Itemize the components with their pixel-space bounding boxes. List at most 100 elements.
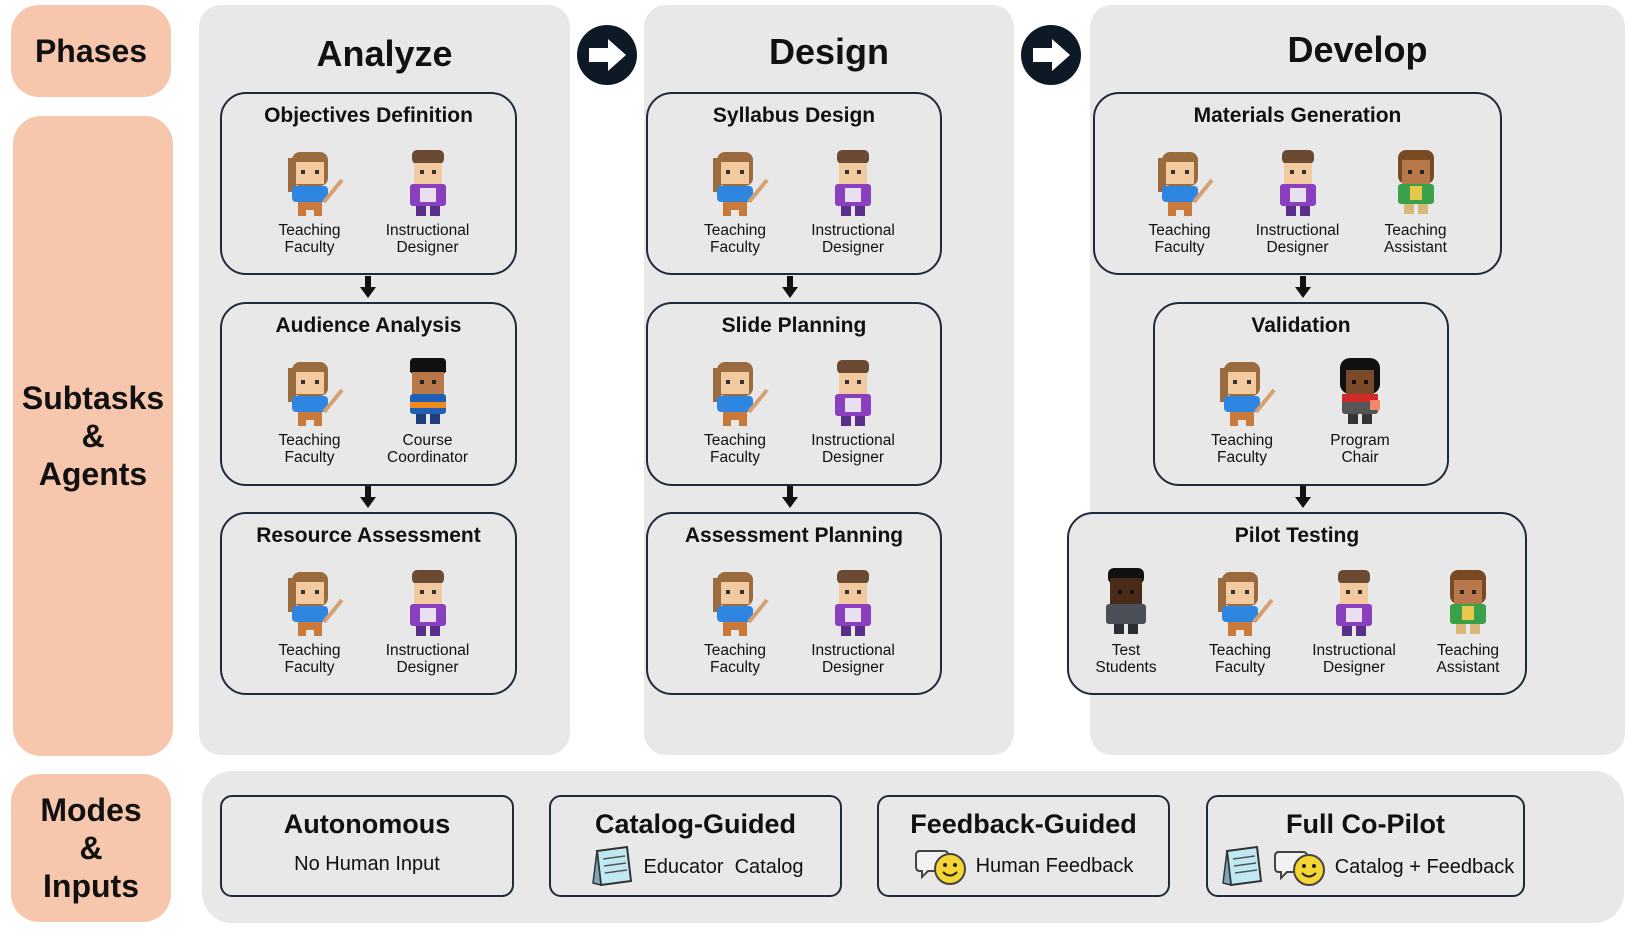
down-arrow-icon: [1295, 486, 1311, 508]
agent-list: Teaching Faculty Course Coordinator: [222, 352, 515, 466]
instructional-designer-avatar-icon: [1279, 150, 1316, 216]
agent-name: Course Coordinator: [387, 432, 468, 466]
teaching-faculty-avatar-icon: [1220, 362, 1276, 426]
mode-card: Catalog-Guided Educator Catalog: [549, 795, 842, 897]
agent-name: Instructional Designer: [1255, 222, 1340, 256]
mode-title: Autonomous: [283, 809, 451, 839]
mode-subtitle: Human Feedback: [975, 854, 1134, 877]
smiley-speech-icon: [914, 850, 966, 885]
mode-title: Full Co-Pilot: [1286, 809, 1445, 839]
mode-input-row: Catalog + Feedback: [1208, 845, 1523, 889]
agent-teaching-faculty: Teaching Faculty: [1183, 562, 1297, 676]
agent-name: Instructional Designer: [385, 222, 470, 256]
subtask-title: Pilot Testing: [1234, 524, 1360, 547]
phases-label-text: Phases: [34, 33, 148, 69]
mode-subtitle: Catalog + Feedback: [1334, 855, 1515, 878]
subtask-title: Audience Analysis: [275, 314, 462, 337]
teaching-faculty-avatar-icon: [713, 362, 769, 426]
teaching-faculty-avatar-icon: [713, 572, 769, 636]
subtasks-side-label: Subtasks & Agents: [13, 116, 173, 756]
agent-instructional-designer: Instructional Designer: [794, 142, 912, 256]
mode-title: Catalog-Guided: [595, 809, 796, 839]
right-arrow-icon: [577, 25, 637, 85]
down-arrow-icon: [782, 486, 798, 508]
test-students-avatar-icon: [1106, 568, 1146, 634]
subtask-title: Assessment Planning: [684, 524, 904, 547]
instructional-designer-avatar-icon: [835, 360, 871, 426]
subtask-title: Validation: [1251, 314, 1351, 337]
subtask-card: Materials Generation Teaching Faculty In…: [1093, 92, 1502, 275]
smiley-speech-icon: [1273, 851, 1325, 886]
subtask-card: Validation Teaching Faculty Program Chai…: [1153, 302, 1449, 486]
agent-list: Teaching Faculty Instructional Designer: [648, 352, 940, 466]
subtask-card: Audience Analysis Teaching Faculty Cours…: [220, 302, 517, 486]
notepad-icon: [1221, 845, 1262, 887]
phase-title: Design: [768, 31, 890, 72]
subtask-title: Objectives Definition: [264, 104, 473, 127]
agent-name: Test Students: [1095, 642, 1157, 676]
agent-teaching-assistant: Teaching Assistant: [1357, 142, 1475, 256]
subtask-card: Slide Planning Teaching Faculty Instruct…: [646, 302, 942, 486]
agent-name: Teaching Faculty: [278, 432, 341, 466]
agent-teaching-faculty: Teaching Faculty: [1183, 352, 1301, 466]
subtask-title: Syllabus Design: [712, 104, 876, 127]
subtask-card: Syllabus Design Teaching Faculty Instruc…: [646, 92, 942, 275]
instructional-designer-avatar-icon: [1336, 570, 1372, 636]
agent-instructional-designer: Instructional Designer: [1297, 562, 1411, 676]
agent-list: Teaching Faculty Instructional Designer …: [1095, 142, 1500, 256]
mode-card: Autonomous No Human Input: [220, 795, 514, 897]
instructional-designer-avatar-icon: [409, 150, 446, 216]
agent-program-chair: Program Chair: [1301, 352, 1419, 466]
agent-name: Instructional Designer: [811, 642, 895, 676]
agent-name: Instructional Designer: [385, 642, 470, 676]
phase-title: Analyze: [316, 33, 453, 74]
down-arrow-icon: [360, 486, 376, 508]
down-arrow-icon: [1295, 276, 1311, 298]
agent-name: Teaching Assistant: [1436, 642, 1500, 676]
subtask-title: Slide Planning: [721, 314, 867, 337]
agent-course-coordinator: Course Coordinator: [369, 352, 487, 466]
subtask-card: Pilot Testing Test Students Teaching Fac…: [1067, 512, 1527, 695]
agent-test-students: Test Students: [1069, 562, 1183, 676]
agent-teaching-faculty: Teaching Faculty: [251, 142, 369, 256]
agent-instructional-designer: Instructional Designer: [369, 562, 487, 676]
agent-name: Instructional Designer: [1312, 642, 1396, 676]
mode-input-row: Human Feedback: [879, 845, 1168, 887]
subtasks-label-text: Subtasks & Agents: [21, 380, 165, 492]
agent-name: Teaching Faculty: [1148, 222, 1211, 256]
agent-name: Teaching Faculty: [703, 642, 767, 676]
agent-teaching-faculty: Teaching Faculty: [676, 562, 794, 676]
course-coordinator-avatar-icon: [409, 358, 446, 424]
subtask-card: Resource Assessment Teaching Faculty Ins…: [220, 512, 517, 695]
mode-card: Full Co-Pilot Catalog + Feedback: [1206, 795, 1525, 897]
agent-name: Program Chair: [1330, 432, 1390, 466]
agent-instructional-designer: Instructional Designer: [794, 562, 912, 676]
teaching-faculty-avatar-icon: [713, 152, 769, 216]
phases-side-label: Phases: [11, 5, 171, 97]
agent-teaching-faculty: Teaching Faculty: [676, 142, 794, 256]
mode-input-row: Educator Catalog: [551, 845, 840, 889]
agent-name: Teaching Faculty: [703, 222, 767, 256]
program-chair-avatar-icon: [1340, 358, 1380, 424]
down-arrow-icon: [782, 276, 798, 298]
agent-teaching-faculty: Teaching Faculty: [251, 562, 369, 676]
mode-subtitle: No Human Input: [294, 853, 440, 875]
modes-label-text: Modes & Inputs: [40, 792, 142, 904]
agent-list: Teaching Faculty Program Chair: [1155, 352, 1447, 466]
subtask-card: Assessment Planning Teaching Faculty Ins…: [646, 512, 942, 695]
agent-teaching-assistant: Teaching Assistant: [1411, 562, 1525, 676]
agent-teaching-faculty: Teaching Faculty: [251, 352, 369, 466]
agent-name: Teaching Faculty: [1208, 642, 1272, 676]
teaching-faculty-avatar-icon: [287, 152, 344, 216]
agent-list: Teaching Faculty Instructional Designer: [222, 142, 515, 256]
instructional-designer-avatar-icon: [835, 570, 871, 636]
teaching-faculty-avatar-icon: [287, 572, 344, 636]
agent-list: Teaching Faculty Instructional Designer: [648, 142, 940, 256]
teaching-faculty-avatar-icon: [287, 362, 344, 426]
teaching-assistant-avatar-icon: [1450, 570, 1486, 634]
mode-title: Feedback-Guided: [910, 809, 1137, 839]
agent-instructional-designer: Instructional Designer: [1239, 142, 1357, 256]
agent-list: Test Students Teaching Faculty Instructi…: [1069, 562, 1525, 676]
mode-input-row: No Human Input: [222, 853, 512, 876]
agent-name: Teaching Faculty: [278, 222, 341, 256]
